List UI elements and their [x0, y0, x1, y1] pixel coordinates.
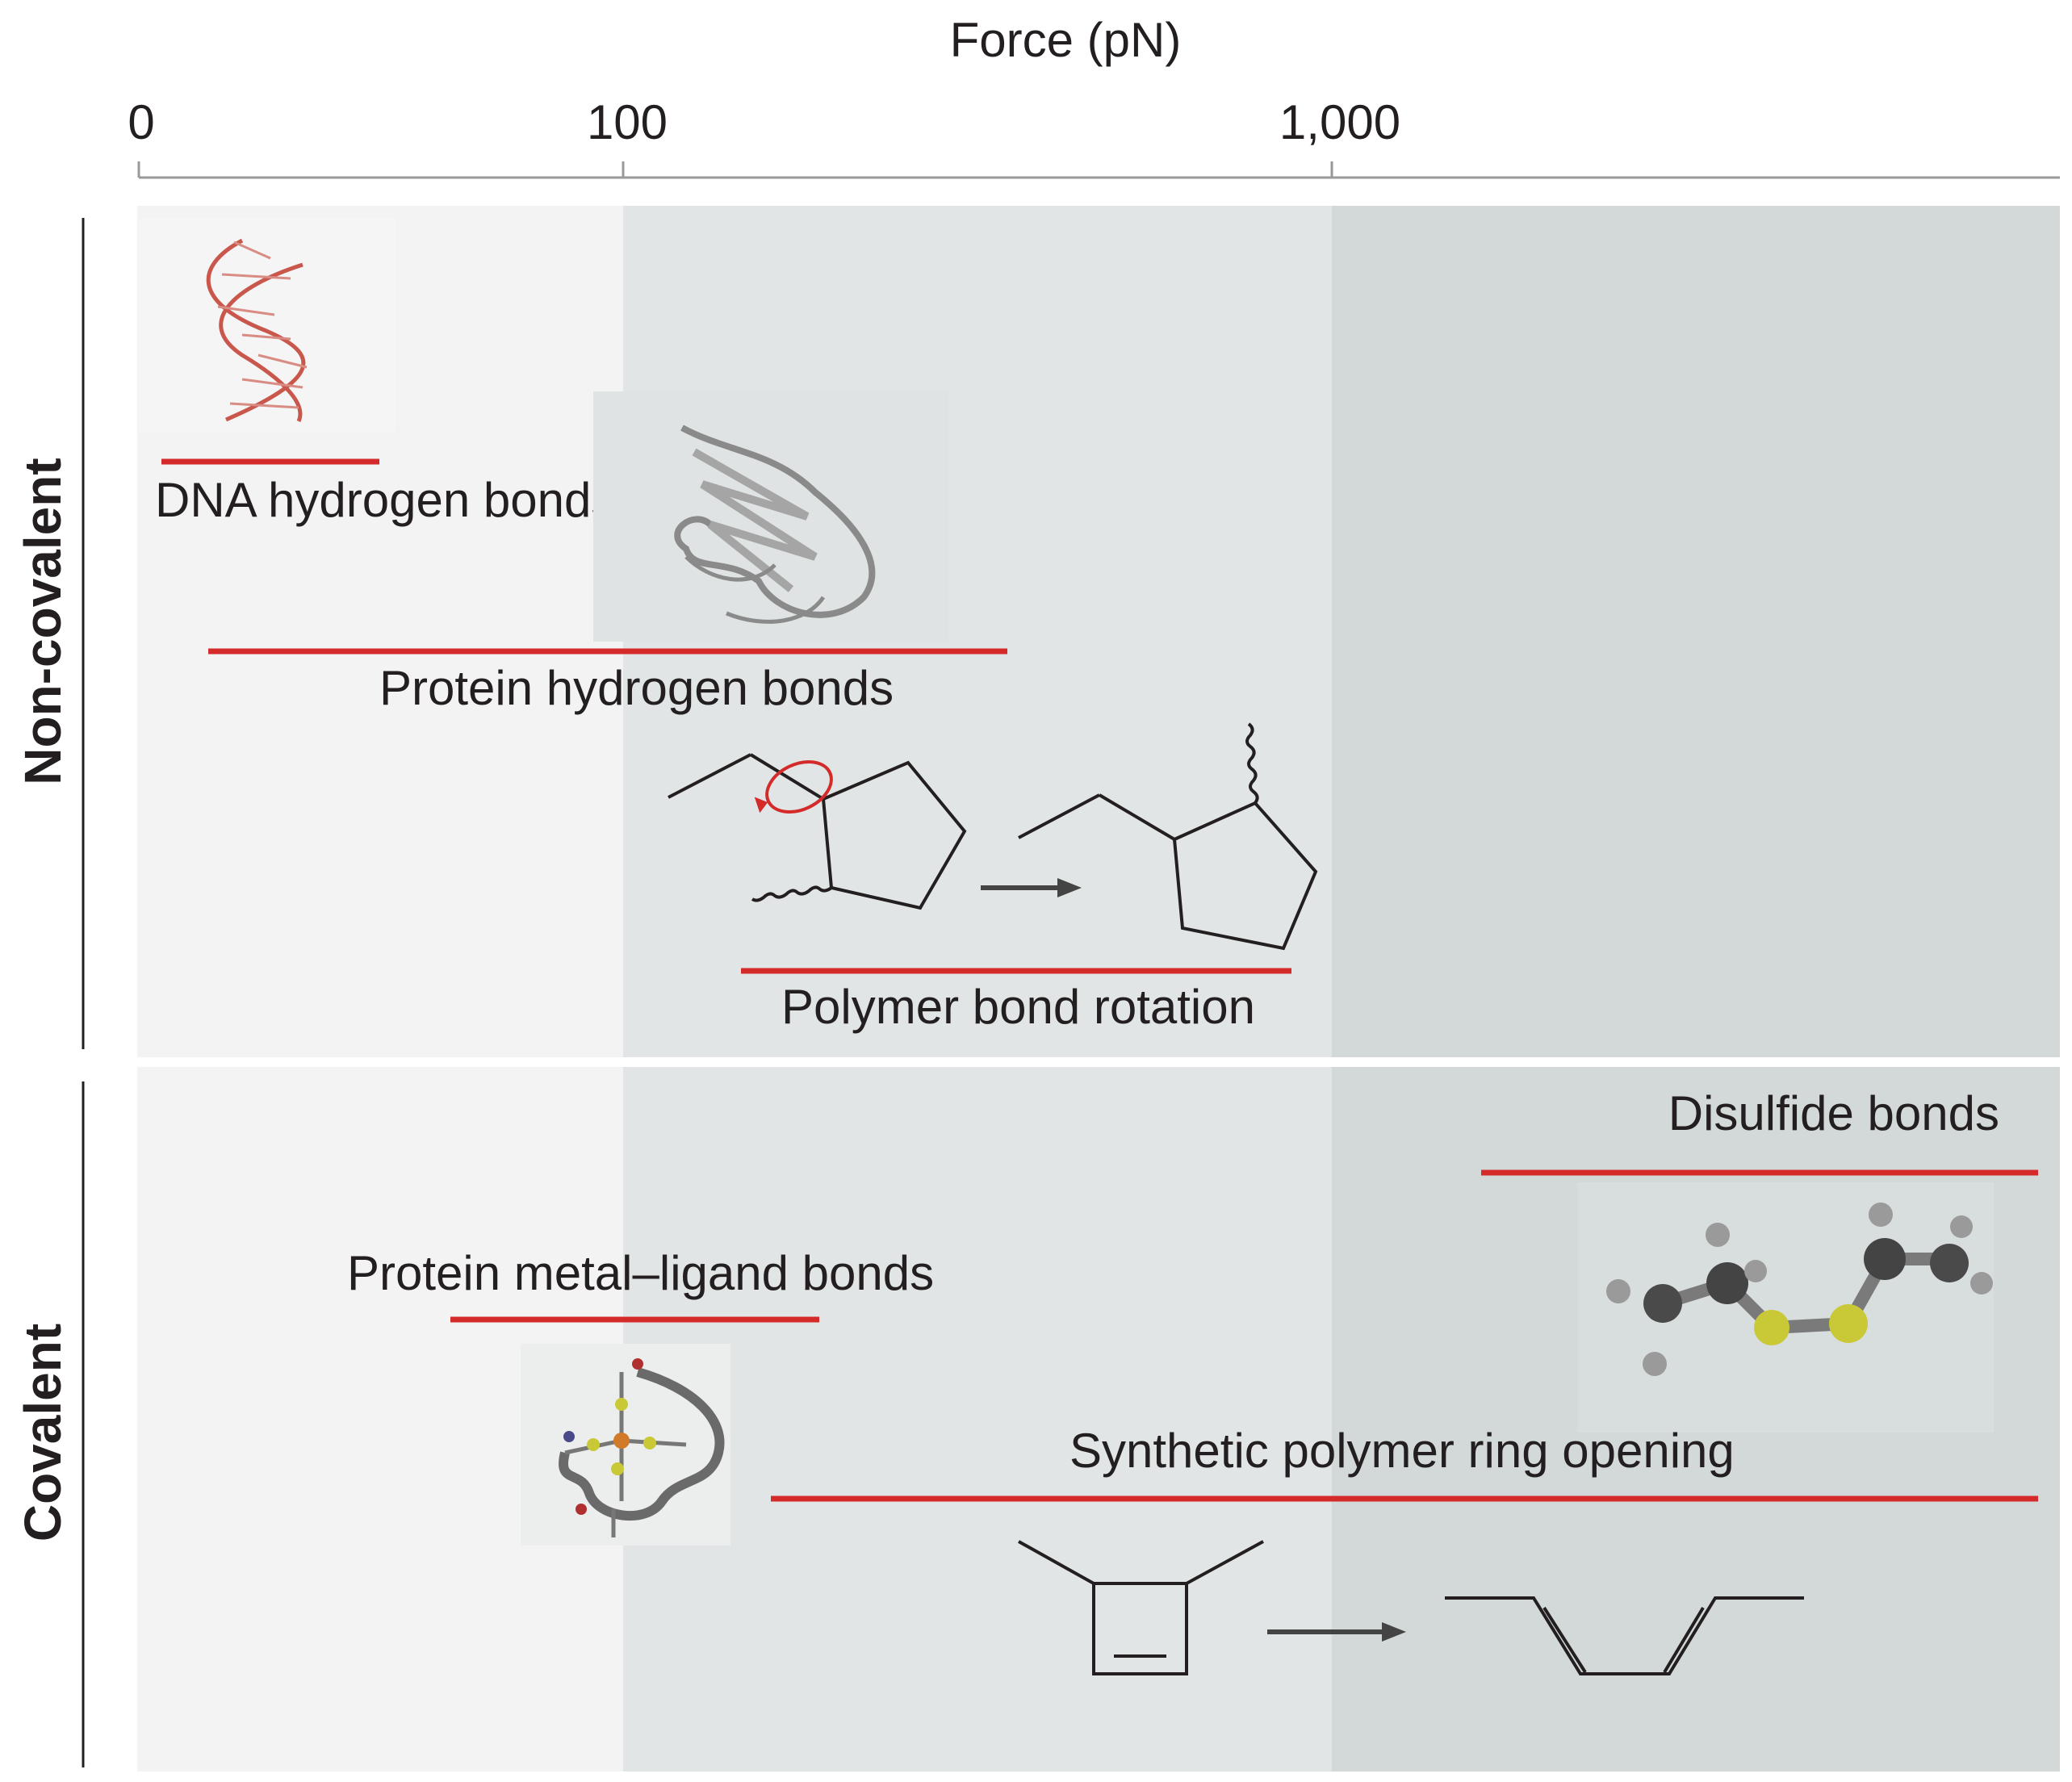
cyclopentane-product-icon: [1018, 722, 1318, 951]
protein-structure-icon: [593, 391, 948, 642]
range-label-protein-hydrogen-bonds: Protein hydrogen bonds: [379, 661, 894, 715]
disulfide-molecule-icon: [1578, 1182, 1994, 1433]
range-label-synthetic-polymer-ring-opening: Synthetic polymer ring opening: [1069, 1424, 1735, 1478]
section-label-non-covalent: Non-covalent: [14, 458, 72, 784]
range-label-protein-metal-ligand-bonds: Protein metal–ligand bonds: [347, 1246, 934, 1300]
band-mid-force: [623, 1067, 1332, 1772]
tick-label: 1,000: [1279, 95, 1400, 149]
metal-ligand-complex-icon: [521, 1344, 730, 1546]
reaction-arrow-icon: [981, 878, 1082, 897]
tick-label: 100: [587, 95, 668, 149]
band-high-force: [1332, 206, 2060, 1057]
panel-divider: [137, 1057, 2060, 1067]
range-label-disulfide-bonds: Disulfide bonds: [1668, 1086, 1999, 1140]
force-axis: Force (pN) 0 100 1,000: [128, 13, 2060, 179]
section-label-covalent: Covalent: [14, 1324, 72, 1541]
section-labels: Non-covalent Covalent: [14, 218, 85, 1767]
cyclopentane-rotation-icon: [668, 753, 967, 910]
non-covalent-panel: [137, 206, 2060, 1057]
reaction-arrow-icon: [1267, 1622, 1406, 1642]
tick-label: 0: [128, 95, 154, 149]
range-label-polymer-bond-rotation: Polymer bond rotation: [781, 980, 1255, 1034]
dna-helix-icon: [139, 218, 396, 432]
range-label-dna-hydrogen-bonds: DNA hydrogen bonds: [155, 473, 615, 527]
axis-title: Force (pN): [950, 13, 1182, 67]
cyclobutene-ring-opening-icon: [1018, 1540, 1264, 1675]
diene-product-icon: [1445, 1596, 1804, 1675]
